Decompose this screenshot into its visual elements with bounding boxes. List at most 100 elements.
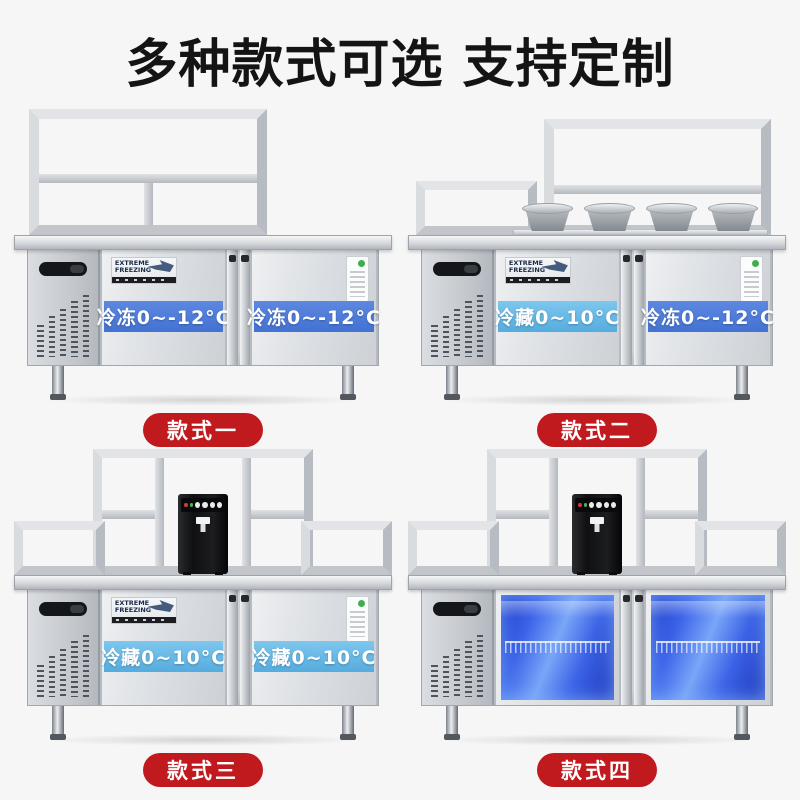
shelf-post: [143, 183, 153, 225]
side-shelf-frame: [301, 521, 392, 575]
counter-top: [408, 235, 786, 250]
shelf-post: [636, 458, 646, 566]
indicator-light-green: [583, 503, 587, 507]
fridge-door-left: EXTREME FREEZING 冷冻0~-12°C: [97, 250, 230, 365]
fridge-door-right: 冷冻0~-12°C: [641, 250, 774, 365]
leg: [734, 706, 751, 740]
side-shelf-frame: [408, 521, 499, 575]
fridge-body: [421, 590, 773, 706]
boiler-knob: [589, 502, 595, 508]
compressor-panel: [28, 250, 100, 365]
glass-pane-lit-blue: [500, 595, 615, 700]
door-temp-banner: 冷冻0~-12°C: [641, 300, 774, 332]
door-handle: [635, 255, 643, 262]
door-temp-banner: 冷藏0~10°C: [101, 640, 225, 672]
shelf-divider: [554, 184, 761, 194]
door-edge: [621, 250, 632, 365]
ice-pan: [521, 203, 573, 231]
brand-sticker-text: EXTREME FREEZING: [508, 259, 546, 275]
product-grid: EXTREME FREEZING 冷冻0~-12°C 冷冻0~-12°C: [0, 97, 800, 787]
door-temp-banner: 冷藏0~10°C: [495, 300, 619, 332]
product-card-style-4: 款式四: [408, 447, 786, 787]
door-handle: [241, 595, 249, 602]
leg: [734, 366, 751, 400]
vent-grille: [431, 635, 483, 697]
door-edge: [227, 250, 238, 365]
shark-icon: [147, 600, 174, 612]
side-shelf-frame: [14, 521, 105, 575]
machine-style-1: EXTREME FREEZING 冷冻0~-12°C 冷冻0~-12°C: [14, 107, 392, 406]
side-shelf-frame: [695, 521, 786, 575]
boiler-control-panel: [181, 498, 225, 512]
door-handle: [635, 595, 643, 602]
fridge-door-right: 冷藏0~10°C: [250, 590, 378, 705]
ground-shadow: [435, 394, 759, 406]
door-handle: [241, 255, 249, 262]
machine-style-3: EXTREME FREEZING 冷藏0~10°C 冷藏0~10°C: [14, 447, 392, 746]
glass-pane-lit-blue: [651, 595, 765, 700]
ice-pan: [707, 203, 759, 231]
ground-shadow: [41, 734, 365, 746]
boiler-spout: [196, 517, 210, 524]
vent-grille: [37, 635, 89, 697]
ground-shadow: [435, 734, 759, 746]
brand-sticker: EXTREME FREEZING: [504, 257, 571, 284]
door-edge: [621, 590, 632, 705]
ground-shadow: [41, 394, 365, 406]
boiler-knob: [209, 502, 215, 508]
leg: [340, 366, 357, 400]
shelf-post: [242, 458, 252, 566]
pan-tray: [514, 230, 767, 235]
door-handle: [229, 255, 237, 262]
boiler-knob: [216, 502, 222, 508]
ice-pan: [645, 203, 697, 231]
boiler-knob: [202, 502, 208, 508]
indicator-light-red: [184, 503, 188, 507]
glass-door-right: [644, 590, 772, 705]
vent-grille: [431, 295, 483, 357]
shelf-divider: [39, 174, 258, 184]
water-boiler: [178, 494, 228, 577]
temperature-display: [433, 262, 481, 276]
leg: [443, 706, 460, 740]
door-edge: [239, 590, 251, 705]
leg: [49, 366, 66, 400]
counter-top: [14, 575, 392, 590]
indicator-light-red: [578, 503, 582, 507]
boiler-knob: [603, 502, 609, 508]
leg: [340, 706, 357, 740]
door-edge: [239, 250, 251, 365]
boiler-knob: [610, 502, 616, 508]
temperature-display: [39, 602, 87, 616]
compressor-panel: [28, 590, 100, 705]
door-handle: [623, 255, 631, 262]
product-card-style-3: EXTREME FREEZING 冷藏0~10°C 冷藏0~10°C: [14, 447, 392, 787]
door-edge: [633, 250, 645, 365]
door-edge: [227, 590, 238, 705]
fridge-door-left: EXTREME FREEZING 冷藏0~10°C: [99, 590, 228, 705]
style-badge-1: 款式一: [143, 413, 263, 447]
fridge-door-right: 冷冻0~-12°C: [247, 250, 380, 365]
indicator-light-green: [189, 503, 193, 507]
top-shelf-frame: [29, 109, 268, 235]
side-shelf-frame: [415, 181, 537, 235]
compressor-panel: [422, 250, 494, 365]
vent-grille: [37, 295, 89, 357]
brand-sticker-text: EXTREME FREEZING: [114, 259, 152, 275]
boiler-knob: [596, 502, 602, 508]
machine-style-2: EXTREME FREEZING 冷藏0~10°C 冷冻0~-12°C: [408, 107, 786, 406]
shelf-post: [548, 458, 558, 566]
page-title: 多种款式可选 支持定制: [125, 35, 675, 95]
shelf-divider: [102, 509, 155, 519]
leg: [443, 366, 460, 400]
brand-sticker-text: EXTREME FREEZING: [114, 599, 152, 615]
brand-sticker: EXTREME FREEZING: [110, 597, 177, 624]
shelf-divider: [645, 509, 698, 519]
style-badge-2: 款式二: [537, 413, 657, 447]
door-edge: [633, 590, 645, 705]
brand-sticker: EXTREME FREEZING: [110, 257, 177, 284]
product-card-style-2: EXTREME FREEZING 冷藏0~10°C 冷冻0~-12°C: [408, 107, 786, 447]
product-card-style-1: EXTREME FREEZING 冷冻0~-12°C 冷冻0~-12°C: [14, 107, 392, 447]
boiler-control-panel: [575, 498, 619, 512]
door-temp-banner: 冷藏0~10°C: [251, 640, 376, 672]
